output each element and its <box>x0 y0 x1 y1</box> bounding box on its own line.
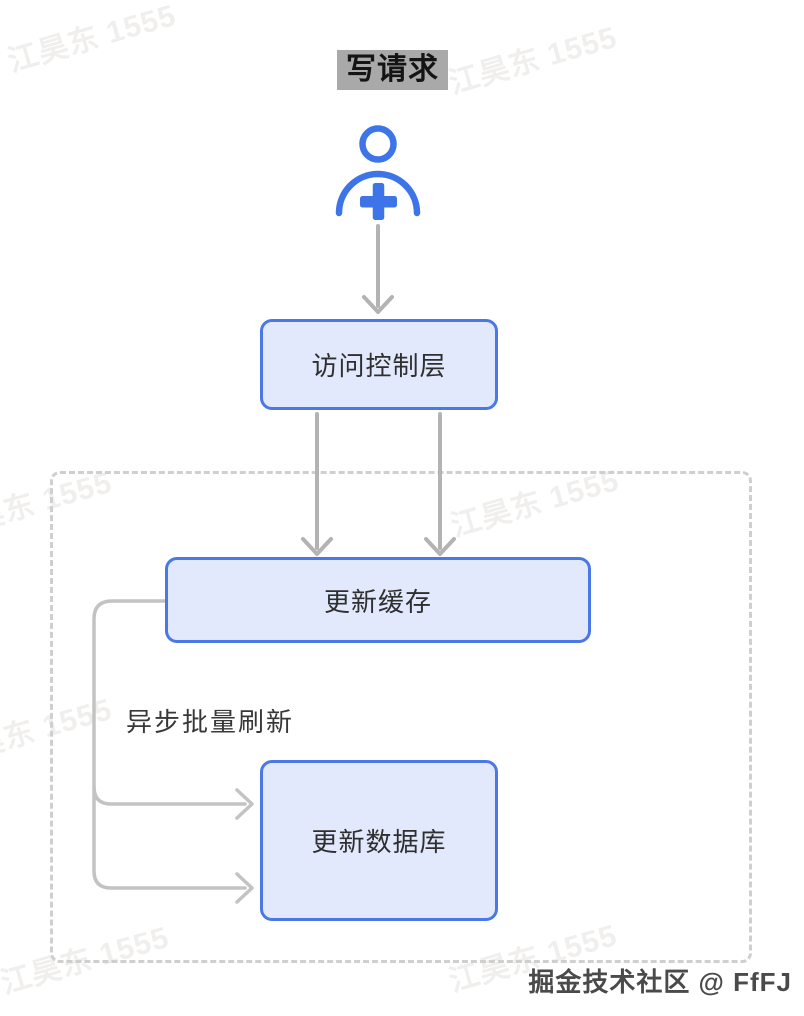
node-update-database: 更新数据库 <box>260 760 498 921</box>
async-batch-region <box>50 471 752 963</box>
arrow-access-to-cache-left <box>301 412 333 556</box>
arrow-access-to-cache-right <box>424 412 456 556</box>
user-add-icon <box>335 125 421 222</box>
arrow-user-to-access-control <box>362 224 394 314</box>
edge-label-async-batch-refresh: 异步批量刷新 <box>126 707 295 737</box>
credit-text: 掘金技术社区 @ FfFJ <box>528 967 792 997</box>
edge-cache-to-database <box>92 599 254 904</box>
node-access-control: 访问控制层 <box>260 319 498 410</box>
node-update-cache: 更新缓存 <box>165 557 591 643</box>
diagram-title: 写请求 <box>337 50 448 90</box>
